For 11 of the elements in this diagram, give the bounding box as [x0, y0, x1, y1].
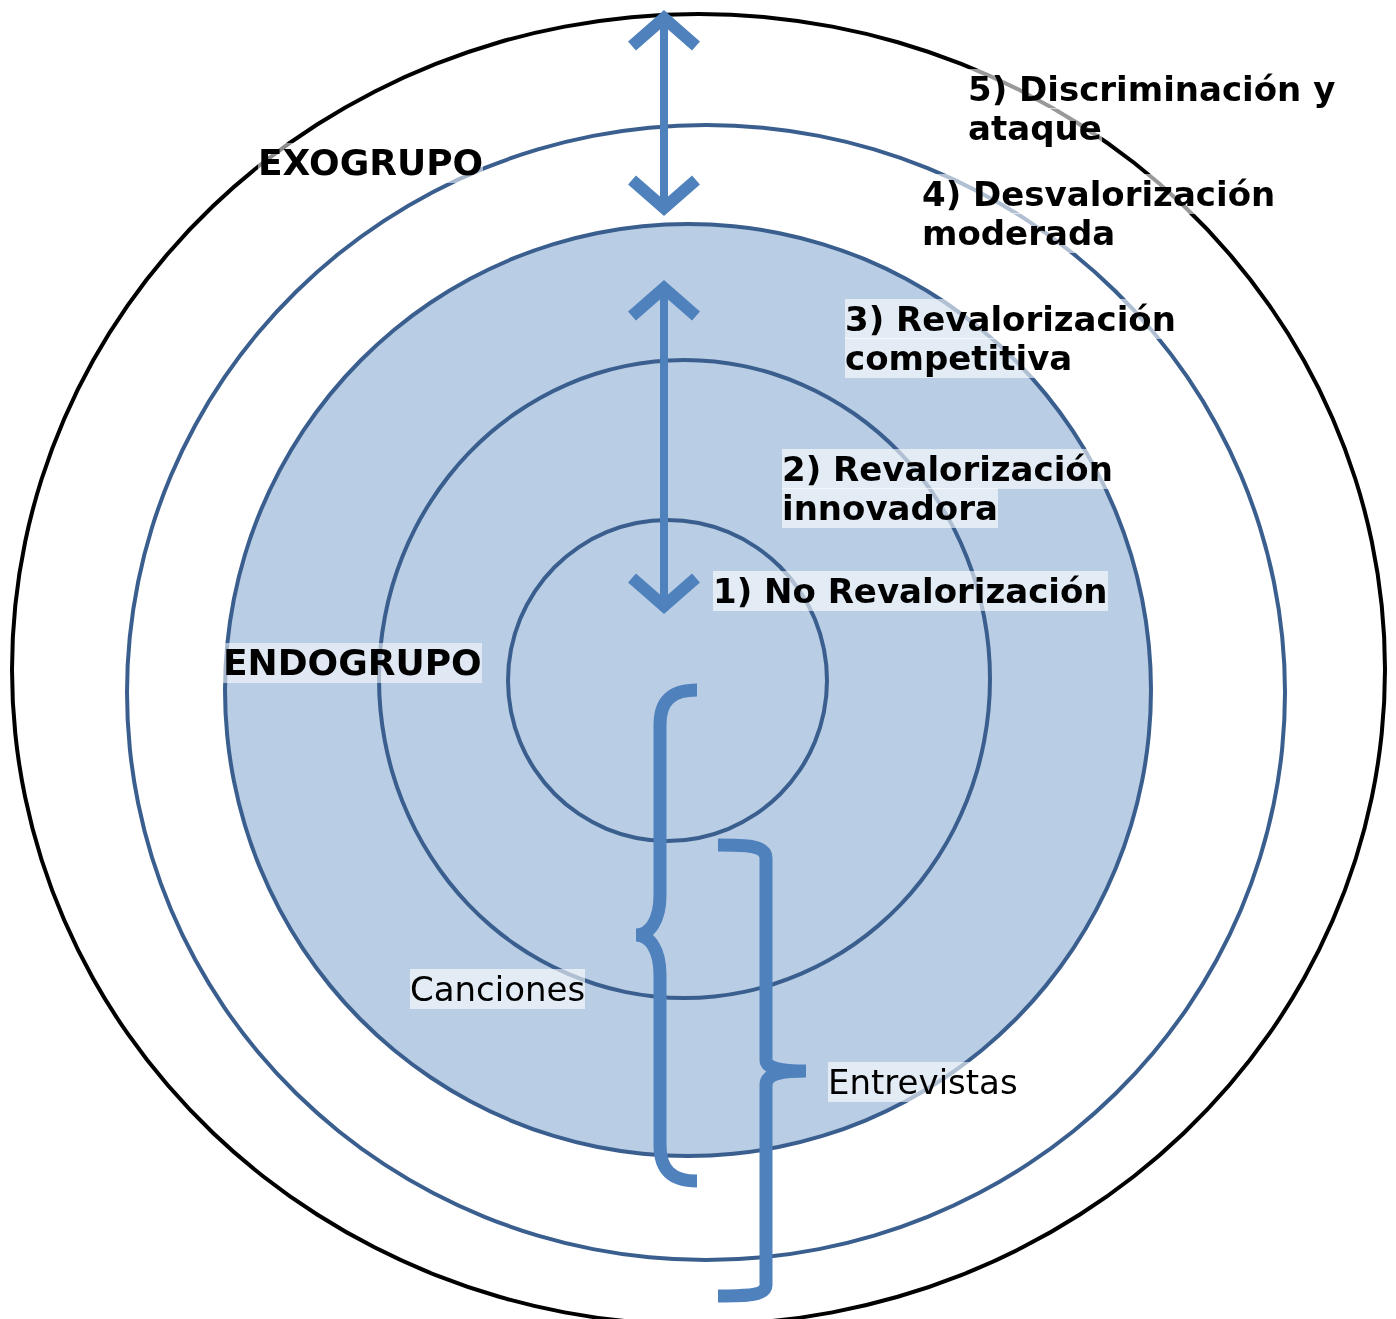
group-title: ENDOGRUPO	[223, 643, 482, 683]
circle-ring	[506, 518, 829, 843]
brace-label: Canciones	[410, 970, 587, 1010]
level-label: 3) Revalorización competitiva	[845, 300, 1177, 379]
double-arrow	[626, 282, 702, 612]
brace-label: Entrevistas	[828, 1063, 1019, 1103]
level-label: 5) Discriminación y ataque	[968, 70, 1337, 149]
level-label: 1) No Revalorización	[713, 572, 1109, 612]
double-arrow	[626, 12, 702, 214]
level-label: 2) Revalorización innovadora	[782, 450, 1114, 529]
group-title: EXOGRUPO	[258, 143, 484, 183]
